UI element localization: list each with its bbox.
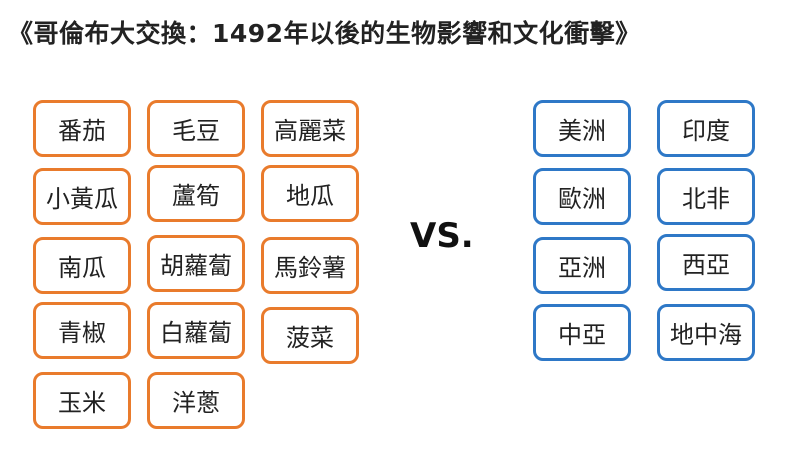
crop-corn: 玉米 [33,372,131,429]
crop-green-pepper: 青椒 [33,302,131,359]
crop-daikon: 白蘿蔔 [147,302,245,359]
region-central-asia: 中亞 [533,304,631,361]
crop-asparagus: 蘆筍 [147,165,245,222]
crop-spinach: 菠菜 [261,307,359,364]
crop-edamame: 毛豆 [147,100,245,157]
region-europe: 歐洲 [533,168,631,225]
region-americas: 美洲 [533,100,631,157]
region-india: 印度 [657,100,755,157]
crop-cabbage: 高麗菜 [261,100,359,157]
crop-sweet-potato: 地瓜 [261,165,359,222]
region-asia: 亞洲 [533,237,631,294]
region-north-africa: 北非 [657,168,755,225]
page-title: 《哥倫布大交換：1492年以後的生物影響和文化衝擊》 [8,19,641,48]
region-west-asia: 西亞 [657,234,755,291]
crop-cucumber: 小黃瓜 [33,168,131,225]
region-mediterranean: 地中海 [657,304,755,361]
crop-carrot: 胡蘿蔔 [147,235,245,292]
crop-onion: 洋蔥 [147,372,245,429]
crop-pumpkin: 南瓜 [33,237,131,294]
crop-potato: 馬鈴薯 [261,237,359,294]
crop-tomato: 番茄 [33,100,131,157]
vs-label: VS. [410,216,474,256]
